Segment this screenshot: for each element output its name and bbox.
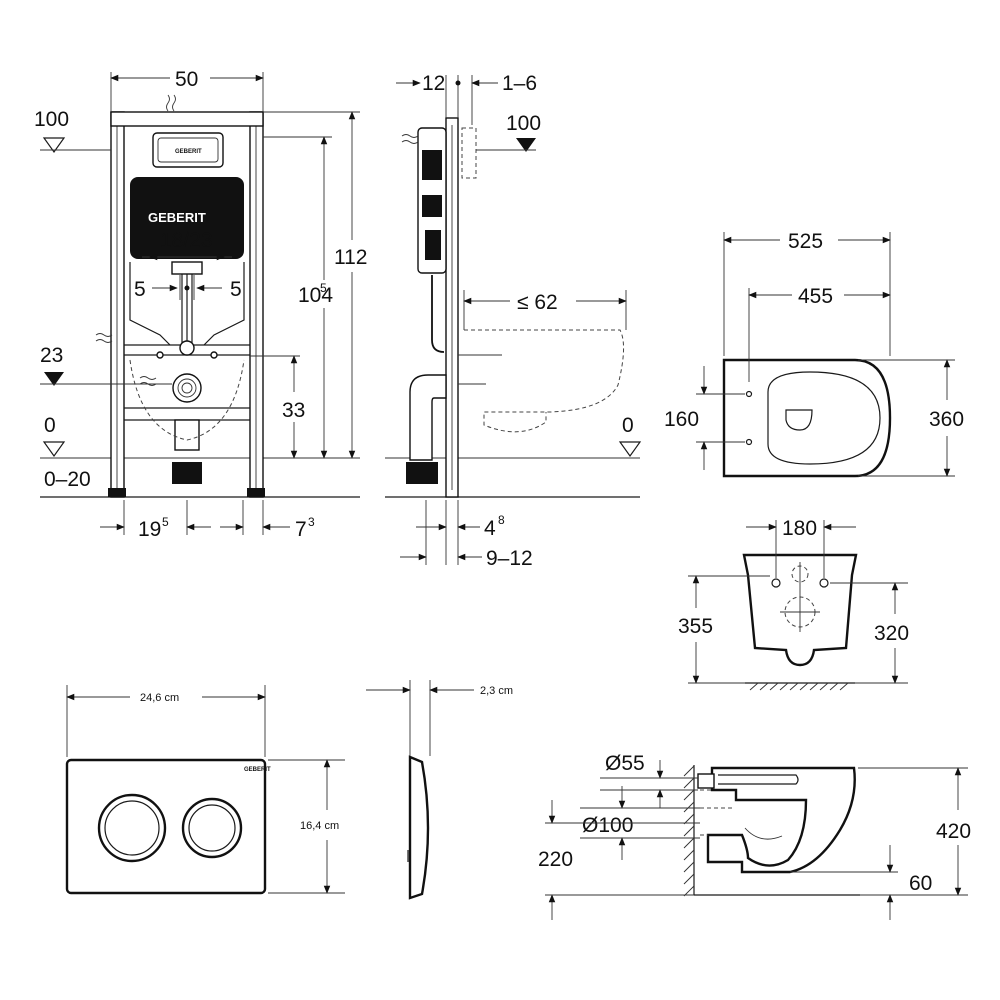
dim-plate-height: 16,4 cm — [300, 820, 339, 832]
water-inlet — [179, 340, 195, 356]
dim-bowl-projection: ≤ 62 — [517, 291, 558, 314]
cistern — [130, 177, 244, 259]
actuator-mount — [152, 132, 224, 168]
drain-connector-side — [406, 462, 438, 484]
cistern-outlet — [171, 261, 203, 275]
level-marker-icon — [516, 138, 536, 152]
flush-plate-front-view: GEBERIT 24,6 cm 16,4 cm — [65, 685, 345, 895]
bowl-rear-outline — [742, 553, 858, 667]
dim-inlet-diameter: Ø55 — [605, 752, 645, 775]
dim-offset-left: 5 — [134, 278, 146, 301]
wall-hatch — [683, 765, 695, 897]
dim-foot-offset-sup: 3 — [308, 515, 315, 529]
frame-side-view: 12 1–6 100 ≤ 62 0 4 8 9–12 — [385, 72, 642, 570]
dim-seat-length: 455 — [798, 285, 833, 308]
dim-bolt-spacing: 18/23 — [160, 229, 213, 252]
bolt-hole — [819, 578, 829, 588]
drain-pipe — [174, 419, 200, 451]
support-bracket-left — [129, 262, 171, 346]
bolt-hole — [745, 438, 753, 446]
frame-post-right — [249, 111, 264, 498]
mounting-bolt — [210, 351, 218, 359]
bolt-hole — [745, 390, 753, 398]
flush-plate-brand: GEBERIT — [244, 767, 271, 773]
dim-drain-height: 33 — [282, 399, 305, 422]
dim-rear-outer-height: 355 — [678, 615, 713, 638]
dim-outlet-height: 220 — [538, 848, 573, 871]
bowl-rim-channel — [718, 774, 799, 785]
support-bracket-right — [203, 262, 245, 346]
bowl-top-opening — [785, 409, 813, 431]
frame-foot-right — [247, 488, 265, 497]
dim-foot-depth: 4 — [484, 517, 496, 540]
dim-outlet-diameter: Ø100 — [582, 814, 633, 837]
level-zero-side-label: 0 — [622, 414, 634, 437]
water-symbol-icon — [401, 134, 419, 144]
dim-wall-gap: 1–6 — [502, 72, 537, 95]
frame-top-rail — [110, 111, 264, 127]
flush-plate-outline — [65, 758, 267, 895]
bowl-top-rim — [767, 371, 881, 465]
bowl-water-surface — [744, 827, 783, 840]
dim-wall-range: 9–12 — [486, 547, 533, 570]
water-symbol-icon — [166, 94, 176, 112]
floor-range-label: 0–20 — [44, 468, 91, 491]
dim-plate-depth: 2,3 cm — [480, 685, 513, 697]
bowl-rear-view: 180 355 320 — [678, 517, 909, 691]
level-100-label: 100 — [34, 108, 69, 131]
flush-button-large — [97, 793, 167, 863]
bolt-hole — [771, 578, 781, 588]
flush-button-small — [181, 797, 243, 859]
bowl-top-outline — [722, 358, 892, 478]
frame-foot-left — [108, 488, 126, 497]
water-symbol-icon — [95, 333, 113, 343]
drain-connector — [172, 462, 202, 484]
cistern-brand: GEBERIT — [148, 210, 206, 225]
dim-total-height: 112 — [334, 246, 367, 269]
dim-frame-height-sup: 5 — [320, 281, 327, 295]
connection-dashed — [700, 789, 735, 836]
dim-bolt-spacing-top: 160 — [664, 408, 699, 431]
dim-bowl-width: 360 — [929, 408, 964, 431]
bowl-side-dashed — [464, 329, 624, 433]
flush-pipe-side — [431, 275, 445, 353]
svg-text:GEBERIT: GEBERIT — [175, 149, 202, 155]
level-inlet-label: 23 — [40, 344, 63, 367]
dim-frame-width: 50 — [175, 68, 198, 91]
dim-rear-inner-height: 320 — [874, 622, 909, 645]
drain-elbow-side — [409, 374, 447, 461]
dim-offset-right: 5 — [230, 278, 242, 301]
bowl-top-view: 525 455 160 360 — [664, 230, 964, 478]
dim-depth-top: 12 — [422, 72, 445, 95]
bowl-side-outline — [706, 766, 856, 874]
bowl-side-section: Ø55 Ø100 220 420 60 — [538, 752, 971, 920]
frame-post-left — [110, 111, 125, 498]
dim-bowl-length: 525 — [788, 230, 823, 253]
dim-bowl-height: 420 — [936, 820, 971, 843]
level-100-side-label: 100 — [506, 112, 541, 135]
dim-frame-height: 104 — [298, 284, 333, 307]
flush-plate-side-view: 2,3 cm — [366, 680, 513, 900]
frame-front-view: GEBERIT GEBERIT 50 10 — [34, 68, 367, 541]
inlet-spud — [697, 773, 715, 789]
flush-plate-side-outline — [408, 755, 430, 900]
dim-base-offset: 60 — [909, 872, 932, 895]
dim-foot-center: 19 — [138, 518, 161, 541]
bowl-outline-dashed — [129, 359, 245, 441]
level-marker-icon — [618, 441, 642, 458]
dim-plate-width: 24,6 cm — [140, 692, 179, 704]
mounting-bolt — [156, 351, 164, 359]
flush-plate-side-dashed — [461, 127, 477, 179]
floor-hatch — [749, 682, 849, 691]
dim-foot-center-sup: 5 — [162, 515, 169, 529]
level-marker-icon — [42, 137, 66, 154]
dim-foot-depth-sup: 8 — [498, 513, 505, 527]
level-marker-icon — [44, 372, 64, 386]
dim-rear-bolt-spacing: 180 — [782, 517, 817, 540]
drain-outlet — [172, 373, 202, 403]
level-marker-icon — [42, 441, 66, 458]
level-zero-label: 0 — [44, 414, 56, 437]
dim-foot-offset: 7 — [295, 518, 307, 541]
